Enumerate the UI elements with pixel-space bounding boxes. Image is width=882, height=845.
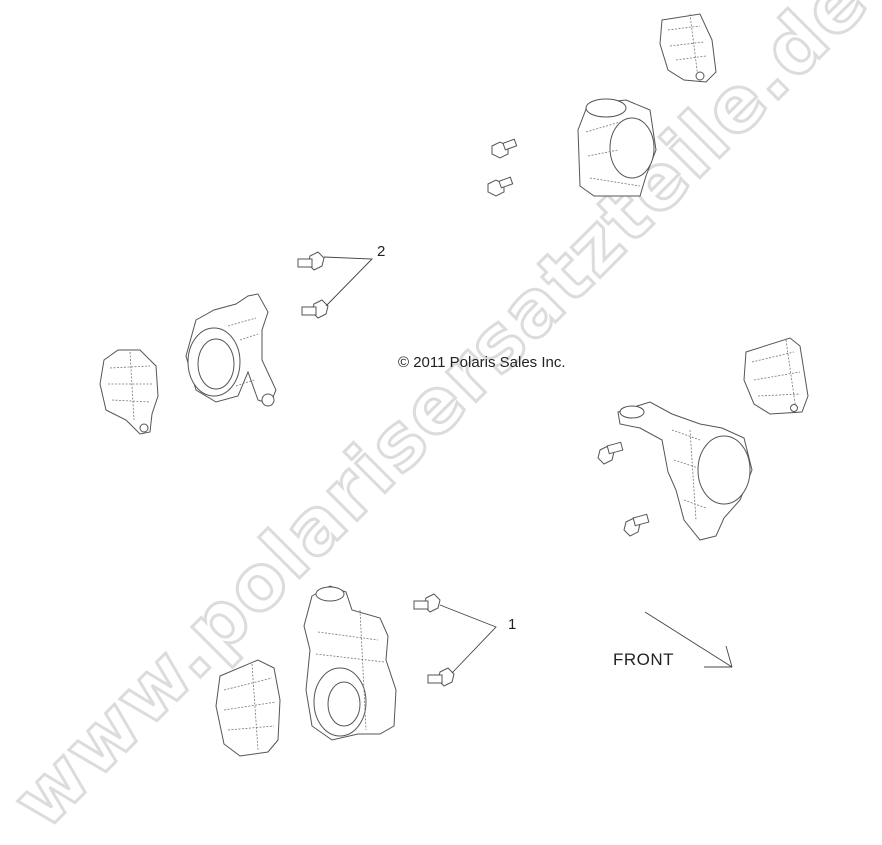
steering-knuckle-right (617, 401, 753, 541)
steering-knuckle-bottom (303, 585, 397, 741)
bolt-callout-1-b (427, 667, 455, 687)
parts-drawing (99, 13, 809, 757)
bolt-callout-1-a (413, 593, 441, 613)
copyright-text: © 2011 Polaris Sales Inc. (398, 354, 566, 371)
leader-line-2 (323, 256, 374, 307)
bolt-right-1 (597, 441, 624, 465)
bolt-right-2 (623, 513, 650, 537)
leader-line-1 (439, 604, 497, 674)
bolt-callout-2-b (301, 299, 329, 319)
caliper-top-right (659, 13, 717, 83)
front-direction-arrow (644, 611, 733, 668)
bolt-callout-2-a (297, 251, 325, 271)
caliper-bottom (215, 659, 281, 757)
callout-number-2: 2 (377, 243, 386, 260)
front-label: FRONT (613, 650, 675, 669)
bearing-carrier-top (577, 98, 657, 197)
caliper-right (743, 337, 809, 415)
bearing-carrier-left (185, 293, 277, 407)
caliper-left (99, 349, 159, 435)
callout-number-1: 1 (508, 616, 517, 633)
bolt-top-2 (487, 176, 514, 197)
bolt-top-1 (491, 138, 518, 159)
